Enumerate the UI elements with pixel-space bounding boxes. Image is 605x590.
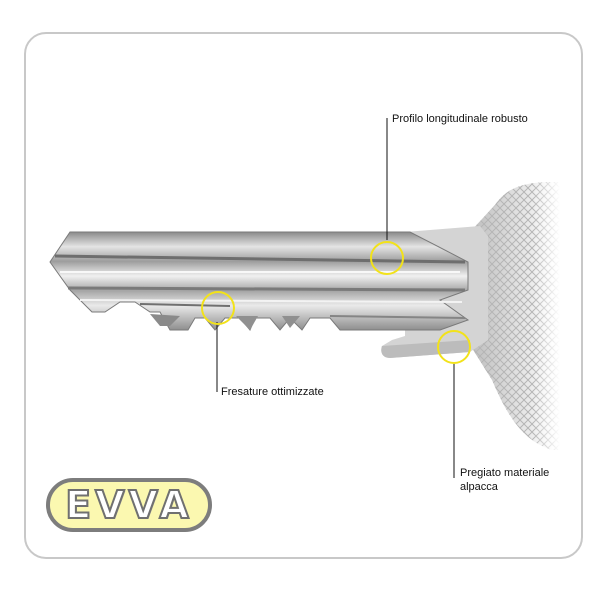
key-bow [470,180,560,455]
callout-label-pregiato-line1: Pregiato materiale [460,467,550,479]
evva-logo: EVVA [46,478,212,532]
evva-logo-text: EVVA [64,482,193,528]
highlight-ring-profile [370,241,404,275]
highlight-ring-fresature [201,291,235,325]
highlight-ring-pregiato [437,330,471,364]
key-blade [49,231,470,331]
callout-label-fresature: Fresature ottimizzate [221,386,324,398]
callout-label-pregiato-line2: alpacca [460,481,498,493]
callout-label-pregiato: Pregiato materiale alpacca [460,466,549,494]
callout-label-profile: Profilo longitudinale robusto [392,113,528,125]
